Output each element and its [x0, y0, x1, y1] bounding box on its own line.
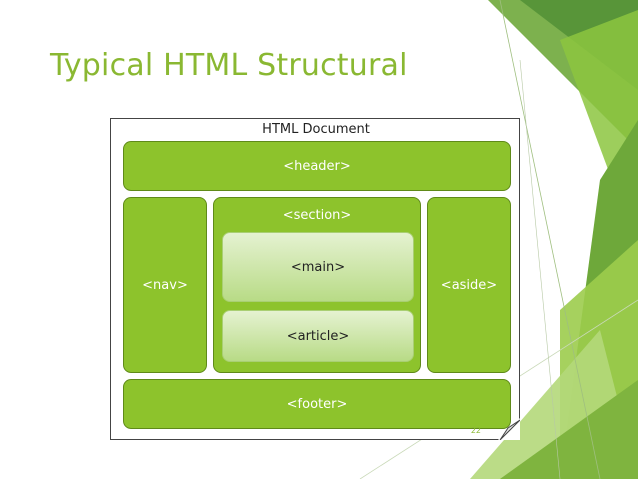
article-label: <article> — [286, 328, 350, 344]
footer-label: <footer> — [286, 396, 348, 412]
slide-title: Typical HTML Structural — [50, 48, 408, 83]
html-document-box: HTML Document <header> <nav> <section> <… — [110, 118, 520, 440]
aside-block: <aside> — [427, 197, 511, 373]
header-block: <header> — [123, 141, 511, 191]
main-label: <main> — [290, 259, 346, 275]
page-curl-icon — [498, 418, 520, 440]
header-label: <header> — [283, 158, 351, 174]
aside-label: <aside> — [440, 277, 498, 293]
article-block: <article> — [222, 310, 414, 362]
page-number: 22 — [470, 426, 481, 435]
document-label: HTML Document — [262, 122, 370, 137]
nav-block: <nav> — [123, 197, 207, 373]
section-label: <section> — [282, 208, 352, 223]
footer-block: <footer> — [123, 379, 511, 429]
section-block: <section> <main> <article> — [213, 197, 421, 373]
nav-label: <nav> — [142, 277, 188, 293]
main-block: <main> — [222, 232, 414, 302]
